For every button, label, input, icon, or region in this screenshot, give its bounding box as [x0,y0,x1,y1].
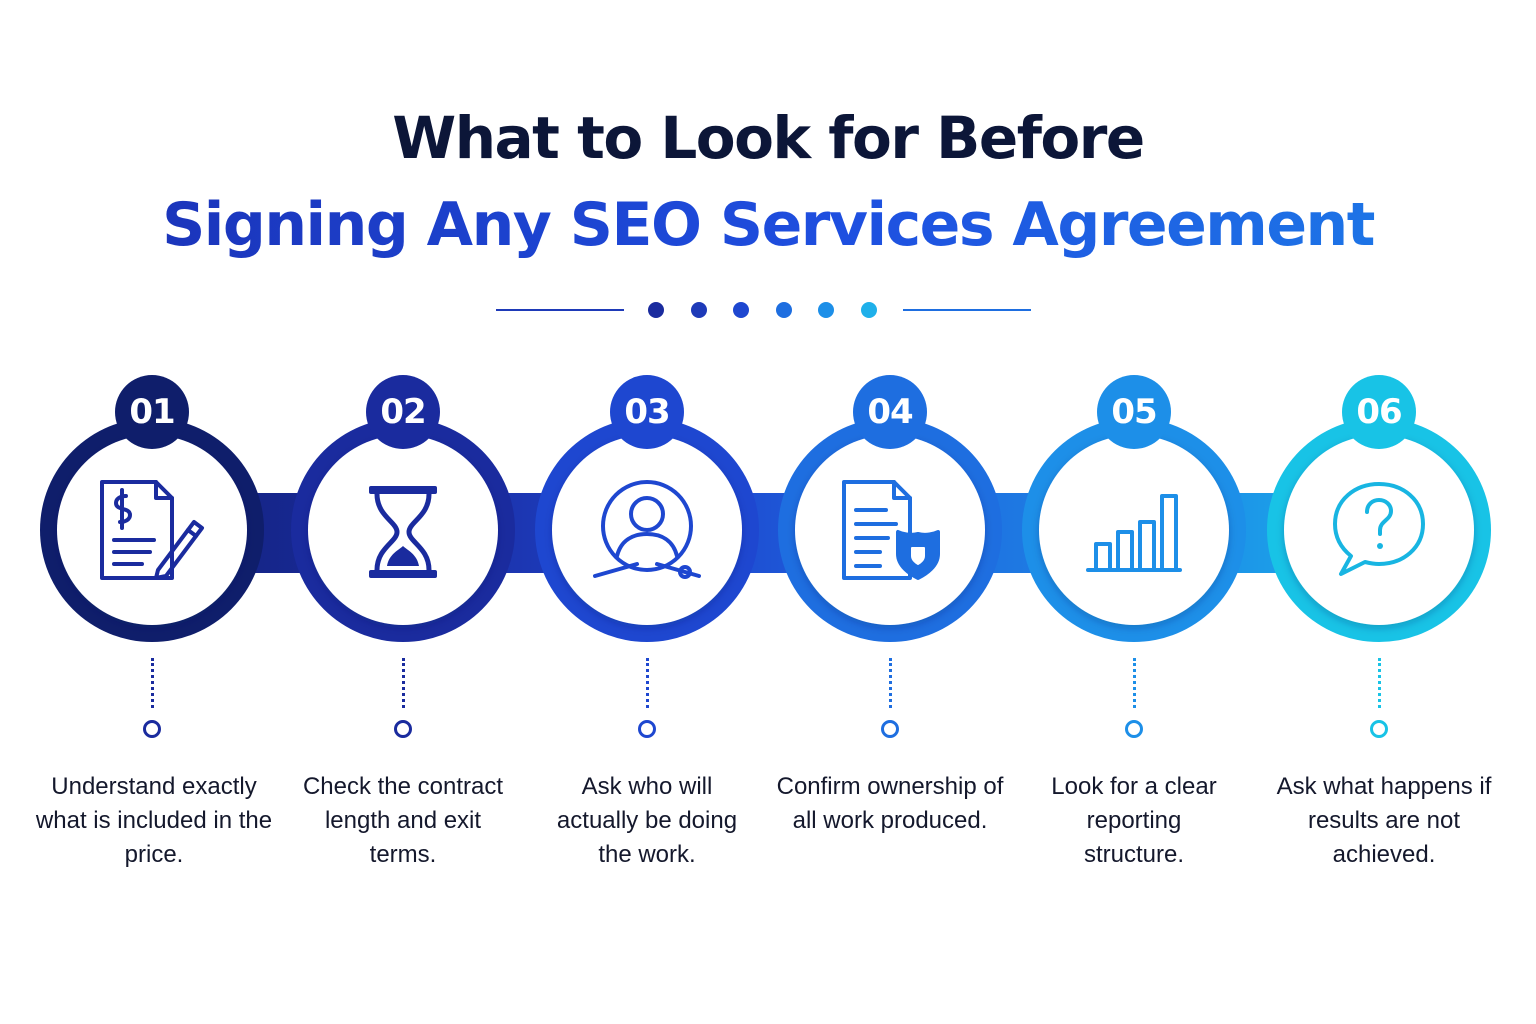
number-badge-circle [366,375,440,449]
divider-dot [691,302,707,318]
divider-line-left [496,309,624,311]
number-badge: 04 [867,392,913,432]
step-description: Ask who will actually be doing the work. [556,773,738,868]
divider-line-right [903,309,1031,311]
user-search-icon [593,480,701,579]
connector-ring [881,720,899,738]
bar-chart-icon [1086,494,1182,572]
divider-dot [733,302,749,318]
step-description: Ask what happens if results are not achi… [1276,773,1492,868]
connector-line [401,658,405,708]
connector-ring [1125,720,1143,738]
step-description: Check the contract length and exit terms… [302,773,504,868]
number-badge-circle [1342,375,1416,449]
connector-line [150,658,154,708]
number-badge: 01 [129,392,175,432]
connector-line [1377,658,1381,708]
number-badge: 06 [1356,392,1402,432]
step-description: Understand exactly what is included in t… [35,773,273,868]
connector-line [645,658,649,708]
number-badge-circle [1097,375,1171,449]
hourglass-icon [369,486,437,578]
title-line-1: What to Look for Before [392,104,1145,172]
step-description: Confirm ownership of all work produced. [776,773,1004,834]
divider-dot [648,302,664,318]
step-ring-inner [1039,435,1229,625]
title-line-2: Signing Any SEO Services Agreement [0,190,1536,260]
connector-ring [394,720,412,738]
connector-ring [143,720,161,738]
step-ring-inner [308,435,498,625]
divider-dot [861,302,877,318]
number-badge: 02 [380,392,426,432]
document-shield-icon [842,480,940,580]
number-badge: 05 [1111,392,1157,432]
connector-ring [638,720,656,738]
number-badge-circle [853,375,927,449]
connector-ring [1370,720,1388,738]
connector-line [1132,658,1136,708]
number-badge-circle [610,375,684,449]
number-badge: 03 [624,392,670,432]
divider-dot [776,302,792,318]
question-bubble-icon [1333,482,1425,576]
connector-line [888,658,892,708]
step-description: Look for a clear reporting structure. [1051,773,1217,868]
divider-dot [818,302,834,318]
contract-price-icon [100,480,204,580]
number-badge-circle [115,375,189,449]
